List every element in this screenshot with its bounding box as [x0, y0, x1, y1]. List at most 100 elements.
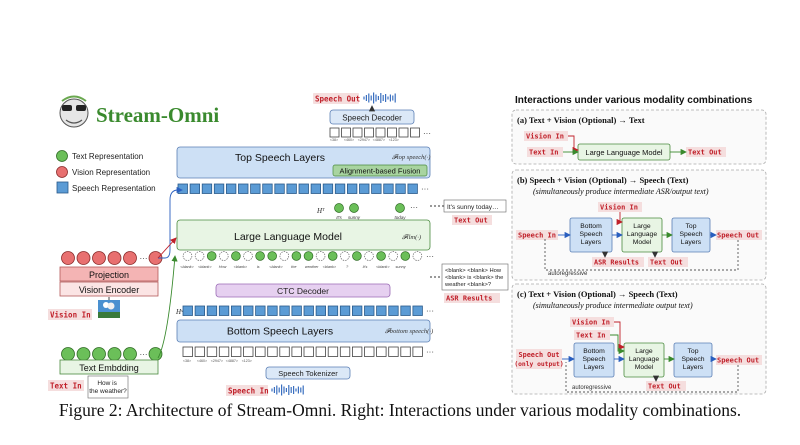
ellipsis: ···	[426, 348, 434, 357]
panel-b-speech-out-tag	[716, 230, 762, 240]
ellipsis: ···	[140, 254, 148, 263]
state-square	[400, 346, 411, 357]
state-square	[376, 305, 387, 316]
unit-label: <4887>	[373, 138, 385, 142]
panel-b-speech-out: Speech Out	[717, 232, 759, 240]
state-square	[327, 346, 339, 357]
ctc-token-label: <blank>	[198, 265, 212, 269]
speech-decoder-label: Speech Decoder	[342, 114, 402, 123]
unit-square	[410, 127, 420, 138]
vision-in-label: Vision In	[50, 311, 91, 320]
representation-circle	[123, 347, 137, 361]
ctc-token-label: <blank>	[269, 265, 283, 269]
bottom-speech-formula: 𝓕bottom speech(·)	[385, 328, 433, 335]
state-square	[364, 305, 375, 316]
panel-a-text-in-tag	[527, 147, 563, 157]
panel-c-subtitle: (simultaneously produce intermediate out…	[533, 301, 693, 310]
asr-bubble-text: <blank> <blank> How <blank> is <blank> t…	[444, 268, 505, 288]
state-square	[303, 305, 314, 316]
asr-results-tag	[444, 293, 500, 303]
legend-speech-label: Speech Representation	[72, 184, 156, 193]
output-word-label: today	[394, 215, 406, 220]
panel-b-subtitle: (simultaneously produce intermediate ASR…	[533, 187, 709, 196]
ctc-token-circle	[303, 251, 314, 261]
right-header: Interactions under various modality comb…	[515, 95, 753, 106]
representation-circle	[123, 251, 137, 265]
asr-results-label: ASR Results	[446, 295, 492, 303]
alignment-fusion-label: Alignment-based Fusion	[340, 167, 421, 176]
unit-square	[398, 127, 409, 138]
llm-formula: 𝓕llm(·)	[402, 234, 421, 241]
left-connectors	[108, 105, 444, 359]
state-square	[218, 346, 230, 357]
ctc-token-label: weather	[305, 265, 319, 269]
unit-label: <38>	[183, 359, 191, 363]
panel-b-title: (b) Speech + Vision (Optional) → Speech …	[517, 175, 689, 185]
representation-circle	[76, 251, 91, 265]
state-square	[388, 305, 399, 316]
legend-speech-marker	[56, 181, 69, 194]
state-square	[255, 346, 266, 357]
ctc-token-label: <blank>	[376, 265, 390, 269]
representation-circle	[61, 347, 75, 361]
ctc-token-label: the	[291, 265, 296, 269]
ctc-decoder-label: CTC Decoder	[277, 286, 329, 296]
state-square	[310, 183, 322, 194]
ctc-token-circle	[255, 251, 265, 261]
legend-text-marker	[56, 150, 68, 162]
state-square	[267, 346, 278, 357]
state-square	[189, 183, 201, 194]
panel-a-text-out-tag	[686, 147, 726, 157]
figure-caption: Figure 2: Architecture of Stream-Omni. R…	[58, 400, 742, 420]
panel-a-llm-label: Large Language Model	[585, 148, 662, 157]
ctc-token-circle	[388, 251, 398, 261]
ctc-token-circle	[291, 251, 302, 261]
panel-b-text-out: Text Out	[650, 259, 683, 267]
representation-circle	[92, 251, 106, 265]
text-embedding-box	[59, 359, 159, 375]
text-out-label: Text Out	[454, 217, 488, 225]
panel-c-vision-in: Vision In	[572, 319, 610, 327]
unit-label: <2947>	[211, 359, 223, 363]
ctc-token-circle	[352, 251, 362, 261]
panel-c-title: (c) Text + Vision (Optional) → Speech (T…	[517, 289, 678, 299]
state-square	[230, 346, 242, 357]
ellipsis: ···	[426, 307, 434, 316]
state-square	[262, 183, 273, 194]
ctc-token-circle	[327, 251, 338, 261]
ctc-token-label: <blank>	[180, 265, 194, 269]
state-square	[194, 346, 206, 357]
llm-box	[176, 219, 431, 251]
panel-c-speech-out: Speech Out	[717, 357, 759, 365]
ctc-token-label: ?	[346, 265, 349, 269]
ctc-token-circle	[315, 251, 326, 261]
ctc-token-circle	[243, 251, 253, 261]
state-square	[383, 183, 394, 194]
state-square	[250, 183, 261, 194]
state-square	[359, 183, 370, 194]
panel-a-text-in: Text In	[529, 149, 559, 157]
ctc-token-circle	[400, 251, 411, 261]
speech-out-waveform	[363, 92, 396, 104]
asr-bubble	[441, 263, 509, 291]
state-square	[213, 183, 225, 194]
state-square	[298, 183, 309, 194]
ctc-token-label: <blank>	[234, 265, 248, 269]
state-square	[291, 305, 302, 316]
state-square	[291, 346, 302, 357]
panel-a-title: (a) Text + Vision (Optional) → Text	[517, 115, 645, 125]
text-representation-row: ···	[61, 347, 163, 361]
unit-label: <38>	[330, 138, 338, 142]
state-square	[194, 305, 206, 316]
state-square	[177, 183, 188, 194]
state-square	[279, 305, 290, 316]
top-hidden-state-row: ···	[177, 183, 429, 194]
text-in-tag	[48, 380, 84, 391]
panel-b-speech-in-tag	[516, 230, 558, 240]
h-s-label: Hˢ	[175, 308, 183, 316]
ctc-token-circle	[267, 251, 277, 261]
